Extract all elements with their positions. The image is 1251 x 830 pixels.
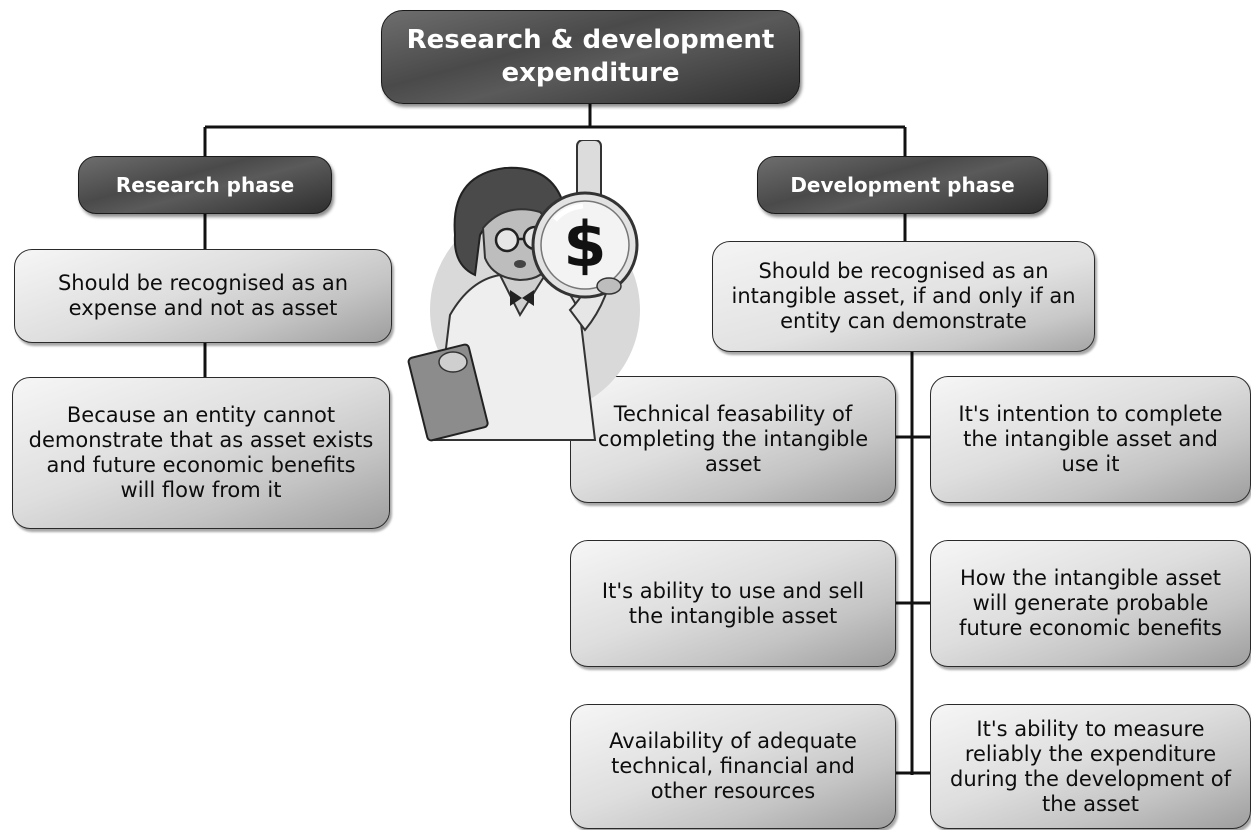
development-recognition-box: Should be recognised as an intangible as… — [712, 241, 1095, 352]
research-phase-header: Research phase — [78, 156, 332, 214]
dollar-sign: $ — [563, 208, 606, 281]
criterion-measure-expenditure: It's ability to measure reliably the exp… — [930, 704, 1251, 829]
research-recognition-box: Should be recognised as an expense and n… — [14, 249, 392, 343]
research-reason-box: Because an entity cannot demonstrate tha… — [12, 377, 390, 529]
scientist-with-money-flask-icon: $ — [407, 140, 640, 442]
criterion-resources: Availability of adequate technical, fina… — [570, 704, 896, 829]
criterion-technical-feasibility: Technical feasability of completing the … — [570, 376, 896, 503]
diagram-title: Research & development expenditure — [381, 10, 800, 104]
criterion-ability-use-sell: It's ability to use and sell the intangi… — [570, 540, 896, 667]
criterion-future-benefits: How the intangible asset will generate p… — [930, 540, 1251, 667]
criterion-intention: It's intention to complete the intangibl… — [930, 376, 1251, 503]
development-phase-header: Development phase — [757, 156, 1048, 214]
